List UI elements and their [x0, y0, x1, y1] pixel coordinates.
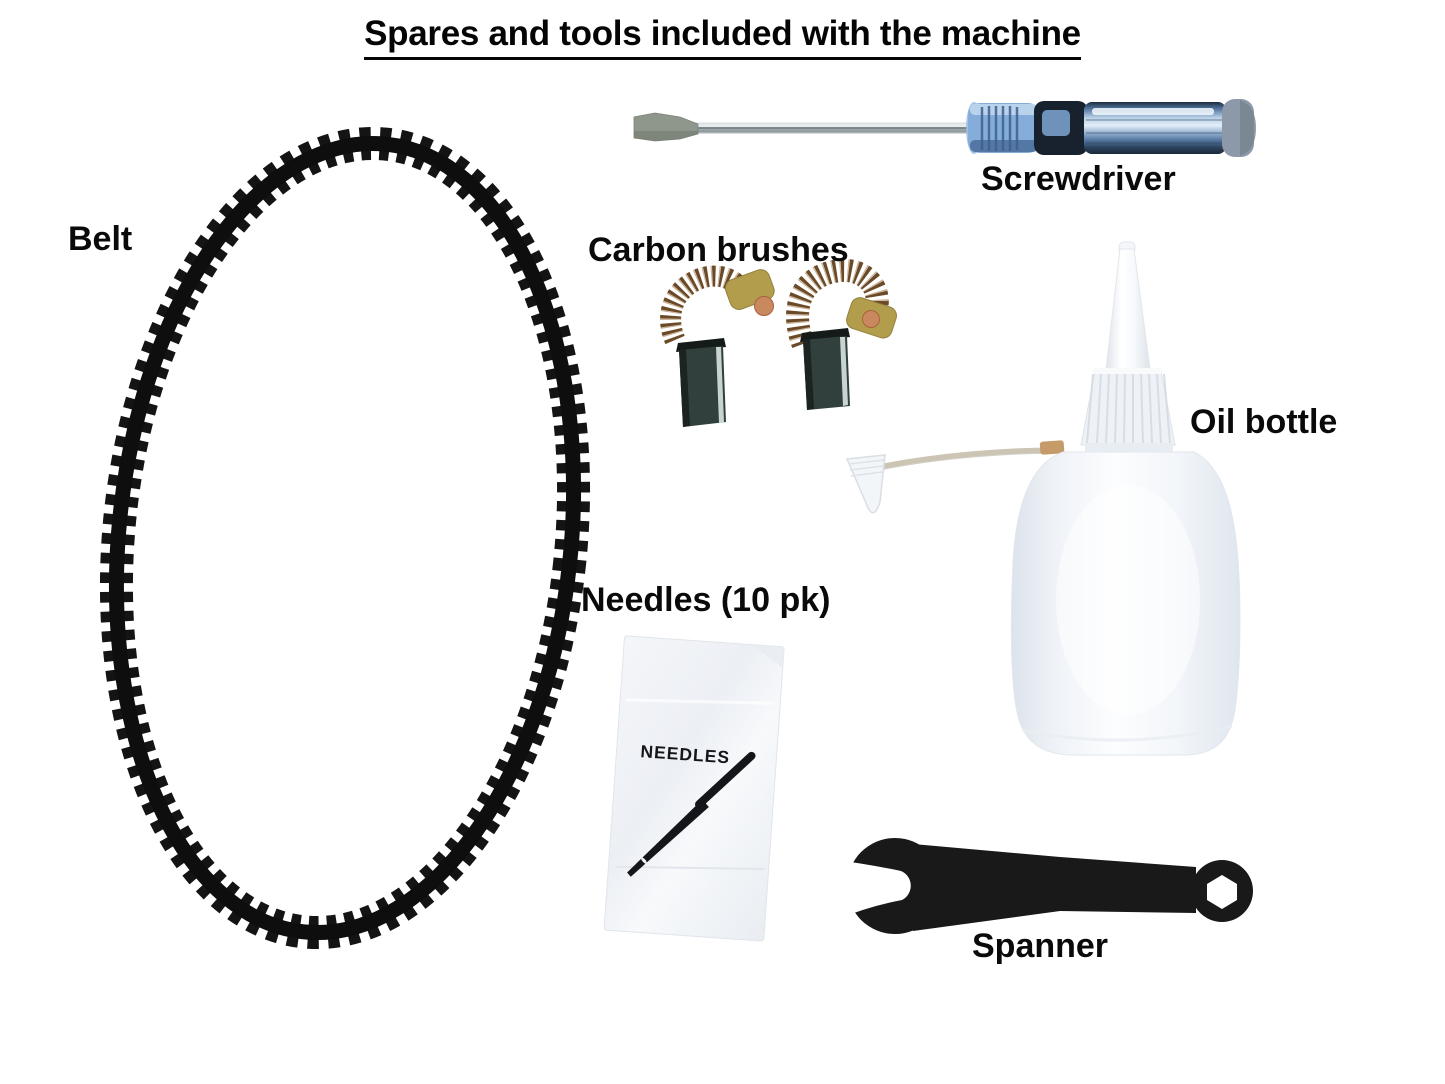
- oil-bottle-label: Oil bottle: [1190, 403, 1338, 441]
- belt-teeth: [99, 126, 591, 950]
- carbon-brush-spring: [660, 265, 752, 345]
- oil-bottle-cap-strap-shadow: [873, 452, 1055, 472]
- figure-title-container: Spares and tools included with the machi…: [0, 14, 1445, 60]
- oil-bottle-screw-cap-top: [1093, 368, 1163, 374]
- belt-band: [108, 135, 582, 941]
- carbon-brush-screw: [754, 296, 774, 316]
- screwdriver-shaft-line: [694, 127, 978, 129]
- oil-bottle-bottom-shade: [1021, 724, 1233, 742]
- screwdriver-blade-shade: [634, 131, 698, 141]
- packet-crease: [626, 698, 775, 705]
- oil-bottle-strap-anchor: [1039, 440, 1065, 455]
- oil-bottle-screw-cap-ridges: [1086, 372, 1171, 444]
- belt-label: Belt: [68, 220, 133, 258]
- carbon-block: [803, 336, 850, 410]
- screwdriver-label: Screwdriver: [981, 160, 1176, 198]
- screwdriver-handle-glint: [1042, 110, 1070, 136]
- figure-title: Spares and tools included with the machi…: [364, 14, 1081, 60]
- carbon-brush-spring-sheen: [660, 265, 752, 345]
- needle-shank: [695, 751, 756, 809]
- screwdriver-handle-streak: [1092, 108, 1214, 115]
- spanner-label: Spanner: [972, 927, 1109, 965]
- needles-packet: [603, 635, 785, 942]
- spanner-photo: [827, 838, 1253, 934]
- screwdriver-photo: [633, 99, 1256, 157]
- needles-label: Needles (10 pk): [581, 581, 831, 619]
- packet-fold: [752, 644, 785, 668]
- needle-blade: [627, 799, 709, 877]
- carbon-block-shade: [803, 339, 814, 410]
- screwdriver-end-cap-shade: [1240, 100, 1256, 156]
- carbon-brushes-photo: [660, 258, 897, 427]
- spanner-hex-hole: [1207, 875, 1237, 909]
- oil-bottle-nozzle-cap-ridges: [848, 459, 885, 477]
- oil-bottle-body-sheen: [1056, 485, 1200, 715]
- oil-bottle-photo: [845, 241, 1241, 756]
- spanner-jaw-opening: [827, 859, 911, 920]
- carbon-block-cap: [676, 338, 726, 352]
- spanner-handle: [913, 844, 1196, 931]
- screwdriver-ferrule-ribs: [980, 106, 1019, 151]
- oil-bottle-cap-strap: [873, 447, 1055, 471]
- screwdriver-handle-facets: [1086, 119, 1224, 144]
- belt-photo: [99, 126, 591, 950]
- carbon-block: [679, 346, 726, 427]
- carbon-block-highlight: [716, 347, 724, 423]
- oil-bottle-neck: [1085, 443, 1173, 454]
- needles-packet-photo: NEEDLES: [603, 635, 785, 942]
- needle-eye: [641, 857, 647, 864]
- carbon-brushes-label: Carbon brushes: [588, 231, 849, 269]
- carbon-block-shade: [679, 349, 690, 427]
- carbon-brush-screw: [862, 310, 880, 328]
- carbon-block-highlight: [840, 337, 848, 406]
- oil-bottle-nozzle: [1105, 248, 1151, 370]
- carbon-block-cap: [800, 328, 850, 342]
